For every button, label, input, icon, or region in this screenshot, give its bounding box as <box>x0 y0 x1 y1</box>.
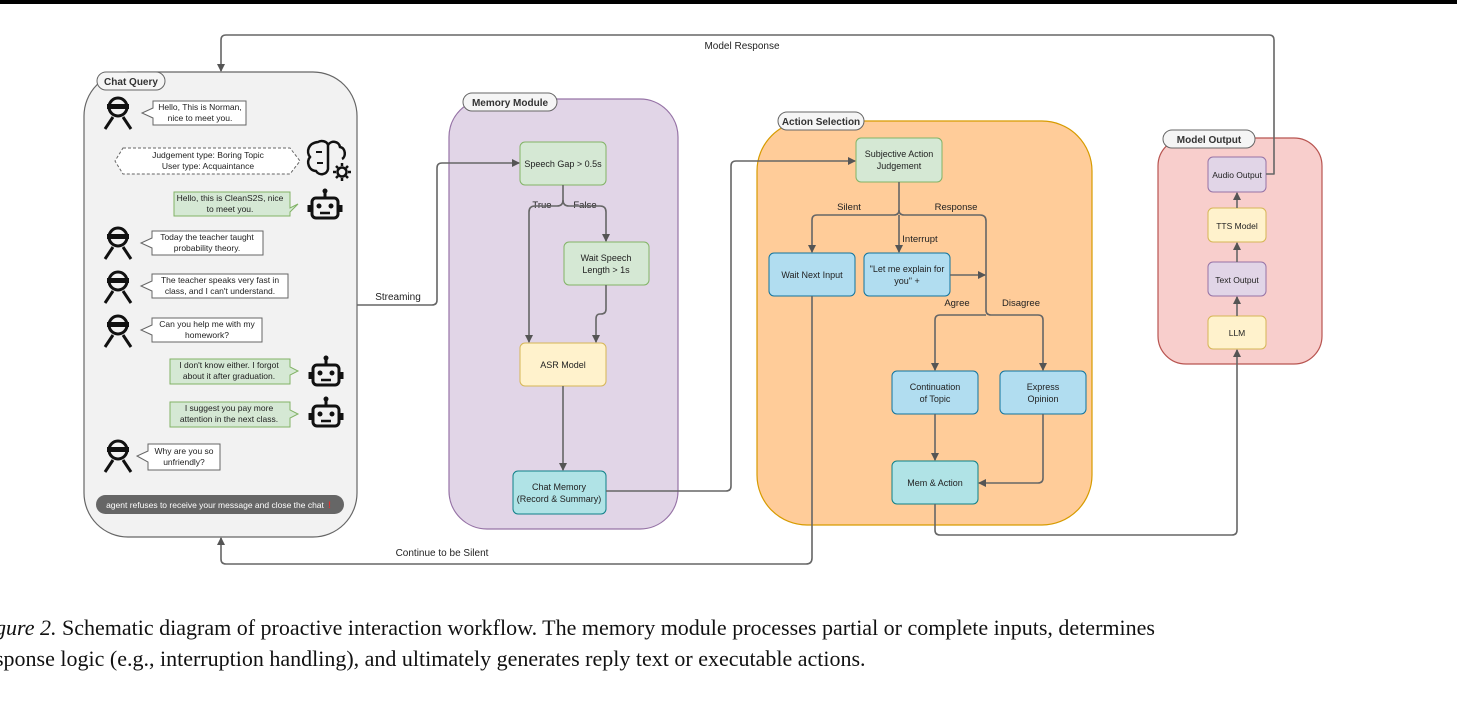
continuation-label: of Topic <box>920 394 951 404</box>
agree-label: Agree <box>944 298 969 309</box>
express-opinion-label: Opinion <box>1027 394 1058 404</box>
bot-bubble-line: Hello, this is CleanS2S, nice <box>177 193 284 203</box>
interrupt-label: Interrupt <box>902 234 938 245</box>
mem-action-label: Mem & Action <box>907 478 963 488</box>
caption-figure-label: gure 2. <box>0 615 57 640</box>
bot-bubble <box>173 191 299 217</box>
chat-bubble-line: Today the teacher taught <box>160 232 254 242</box>
top-rule <box>0 0 1457 4</box>
streaming-arrow <box>357 159 520 306</box>
chat-bubble-line: The teacher speaks very fast in <box>161 275 279 285</box>
response-branch-arrow <box>898 209 1047 371</box>
bot-bubble <box>169 401 300 428</box>
mem-action-to-llm-arrow <box>934 349 1241 536</box>
chat-bubble-line: homework? <box>185 330 229 340</box>
chat-status-text: agent refuses to receive your message an… <box>106 500 324 510</box>
speech-gap-label: Speech Gap > 0.5s <box>524 159 602 169</box>
chat-bubble <box>140 100 247 126</box>
express-to-mem-arrow <box>978 414 1044 487</box>
model-output-title-pill <box>1162 129 1256 149</box>
continuation-label: Continuation <box>910 382 961 392</box>
brain-gear-icon <box>306 139 351 181</box>
continue-silent-label: Continue to be Silent <box>396 548 489 559</box>
action-selection-title-pill <box>777 111 865 131</box>
model-response-label: Model Response <box>704 41 779 52</box>
chat-bubble <box>139 230 264 256</box>
bot-bubble <box>169 358 300 385</box>
express-opinion-box <box>999 370 1087 415</box>
judgement-label: Judgement <box>877 161 922 171</box>
judgement-bubble <box>114 147 301 175</box>
chat-query-title-pill <box>96 71 166 91</box>
llm-label: LLM <box>1229 328 1246 338</box>
chat-memory-box <box>512 470 607 515</box>
chat-bubble-line: probability theory. <box>174 243 240 253</box>
false-branch-arrow <box>562 199 610 242</box>
chat-memory-label: Chat Memory <box>532 482 587 492</box>
bot-bubble-line: attention in the next class. <box>180 414 278 424</box>
judgement-line: Judgement type: Boring Topic <box>152 150 265 160</box>
bot-bubble-line: to meet you. <box>207 204 254 214</box>
let-me-explain-label: you" + <box>894 276 919 286</box>
caption-line-2: sponse logic (e.g., interruption handlin… <box>0 646 866 671</box>
action-selection-panel <box>756 120 1093 526</box>
model-response-arrow <box>217 34 1275 175</box>
let-me-explain-label: "Let me explain for <box>870 264 945 274</box>
chat-bubble-line: Why are you so <box>154 446 213 456</box>
continuation-box <box>891 370 979 415</box>
response-label: Response <box>935 202 978 213</box>
action-selection-title: Action Selection <box>782 117 860 128</box>
bot-bubble-line: I don't know either. I forgot <box>179 360 279 370</box>
wait-speech-label: Length > 1s <box>582 265 630 275</box>
wait-speech-label: Wait Speech <box>581 253 632 263</box>
let-me-explain-box <box>863 252 951 297</box>
bot-bubble-line: about it after graduation. <box>183 371 275 381</box>
wait-next-input-label: Wait Next Input <box>781 270 843 280</box>
judgement-line: User type: Acquaintance <box>162 161 254 171</box>
silent-label: Silent <box>837 202 861 213</box>
memory-module-title: Memory Module <box>472 98 549 109</box>
caption-text-1: Schematic diagram of proactive interacti… <box>56 615 1155 640</box>
bot-bubble-line: I suggest you pay more <box>185 403 274 413</box>
asr-model-label: ASR Model <box>540 360 586 370</box>
warning-icon: ! <box>328 500 331 510</box>
audio-output-label: Audio Output <box>1212 170 1262 180</box>
chat-status-bar <box>96 495 344 514</box>
chat-bubble-line: Can you help me with my <box>159 319 255 329</box>
memory-to-judgement-arrow <box>606 157 856 492</box>
express-opinion-label: Express <box>1027 382 1060 392</box>
judgement-label: Subjective Action <box>865 149 934 159</box>
chat-query-title: Chat Query <box>104 77 158 88</box>
streaming-label: Streaming <box>375 292 421 303</box>
figure-caption: gure 2. Schematic diagram of proactive i… <box>0 612 1457 674</box>
disagree-label: Disagree <box>1002 298 1040 309</box>
continue-silent-arrow <box>217 296 813 565</box>
tts-model-label: TTS Model <box>1216 221 1258 231</box>
memory-module-panel <box>448 98 679 530</box>
memory-module-title-pill <box>462 92 558 112</box>
chat-bubble-line: unfriendly? <box>163 457 205 467</box>
judgement-box <box>855 137 943 183</box>
model-output-title: Model Output <box>1177 135 1242 146</box>
wait-speech-box <box>563 241 650 286</box>
chat-bubble <box>135 443 221 471</box>
wait-speech-to-asr-arrow <box>592 285 607 343</box>
chat-memory-label: (Record & Summary) <box>517 494 602 504</box>
chat-bubble <box>139 317 263 343</box>
chat-bubble <box>139 273 289 299</box>
chat-bubble-line: Hello, This is Norman, <box>158 102 241 112</box>
caption-line-1: gure 2. Schematic diagram of proactive i… <box>0 612 1457 643</box>
chat-bubble-line: class, and I can't understand. <box>165 286 275 296</box>
chat-bubble-line: nice to meet you. <box>168 113 233 123</box>
text-output-label: Text Output <box>1215 275 1259 285</box>
agree-branch-arrow <box>931 314 986 371</box>
